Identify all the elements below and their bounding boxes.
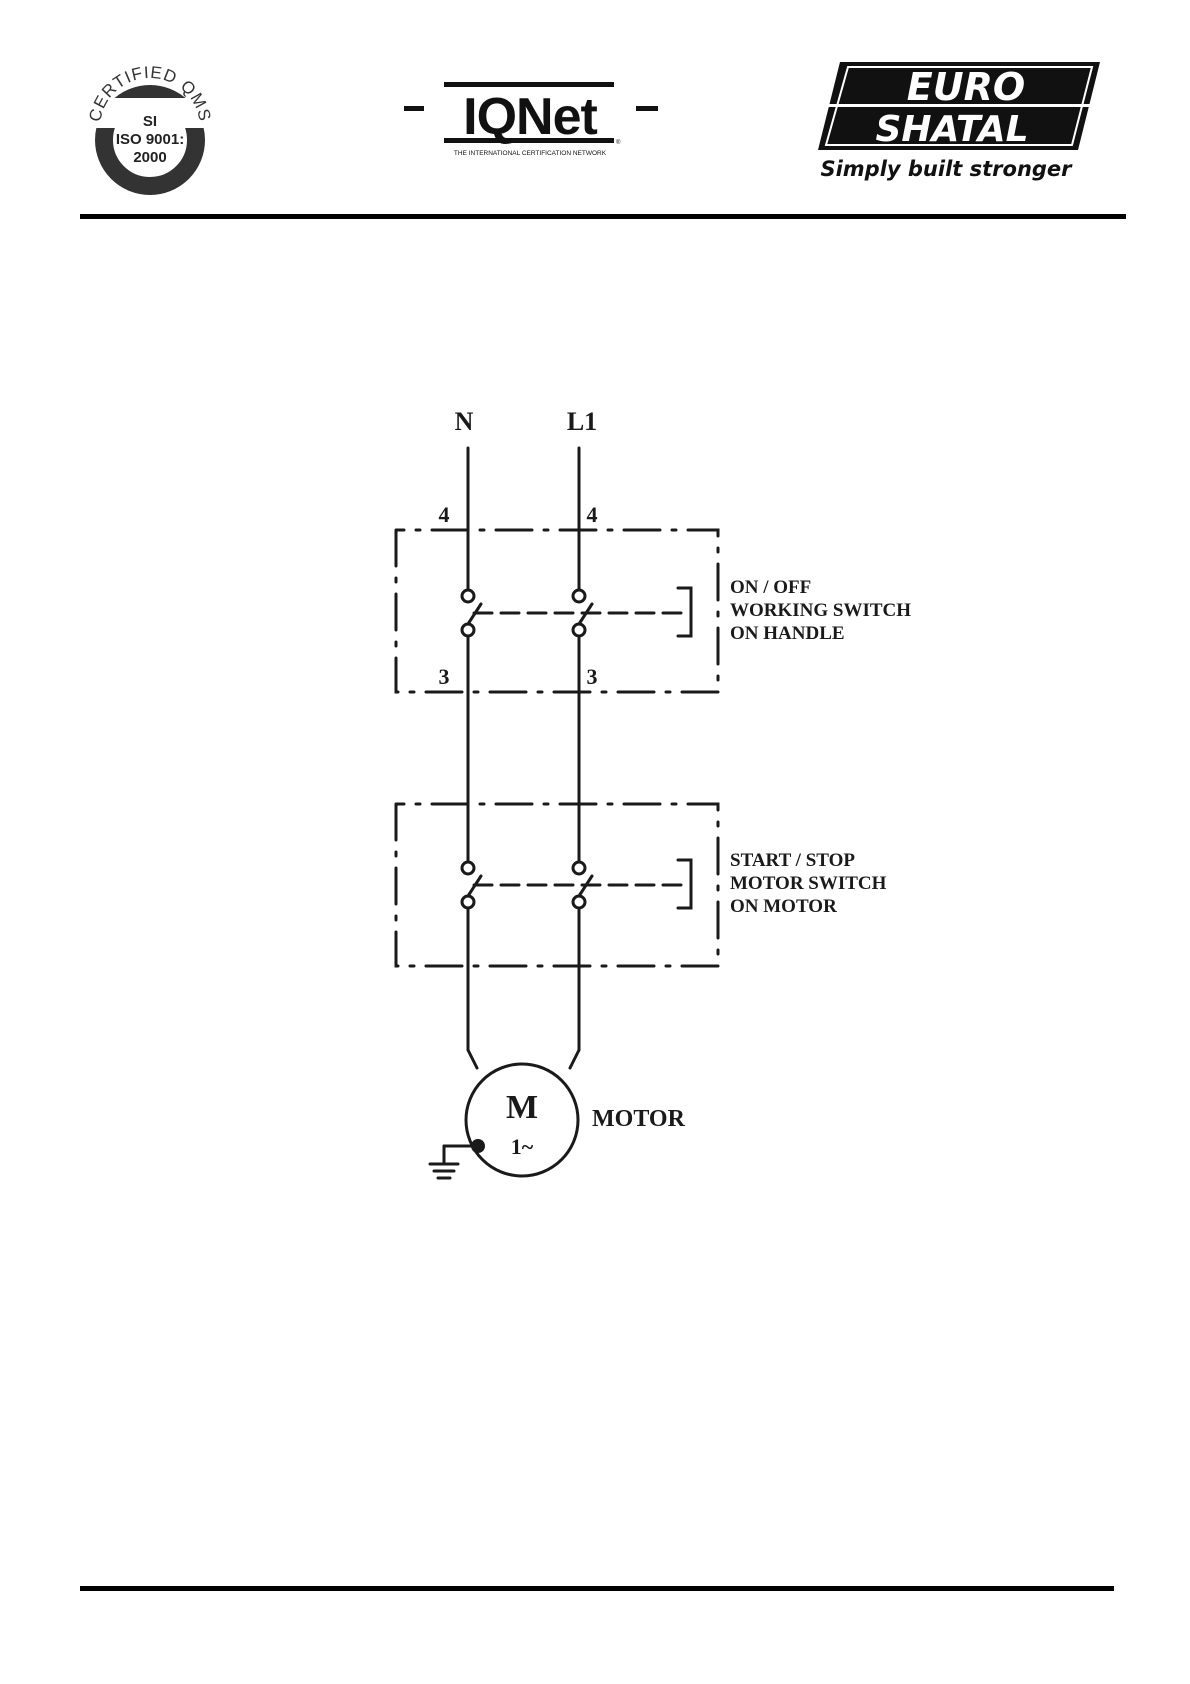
switch-1-terminal-bottom-right: 3: [587, 664, 598, 689]
switch-1-label-line-1: ON / OFF: [730, 577, 811, 598]
motor-label: MOTOR: [592, 1106, 686, 1132]
switch-1-label-line-3: ON HANDLE: [730, 623, 845, 644]
footer-rule: [80, 1586, 1114, 1591]
switch-1-label-line-2: WORKING SWITCH: [730, 600, 911, 621]
neutral-terminal-label: N: [455, 407, 474, 436]
neutral-conductor: [468, 448, 477, 1068]
ground-junction-dot: [471, 1139, 485, 1153]
switch-2-label-line-3: ON MOTOR: [730, 896, 837, 917]
switch-2-label-line-2: MOTOR SWITCH: [730, 873, 887, 894]
motor-symbol-text: M: [506, 1089, 538, 1126]
switch-1-terminal-bottom-left: 3: [439, 664, 450, 689]
line-terminal-label: L1: [567, 407, 597, 436]
ground-icon: [430, 1146, 478, 1178]
switch-1-terminal-top-left: 4: [439, 502, 450, 527]
line-conductor: [570, 448, 579, 1068]
switch-2-label-line-1: START / STOP: [730, 850, 855, 871]
motor-phase-text: 1~: [511, 1134, 534, 1159]
switch-1-terminal-top-right: 4: [587, 502, 598, 527]
